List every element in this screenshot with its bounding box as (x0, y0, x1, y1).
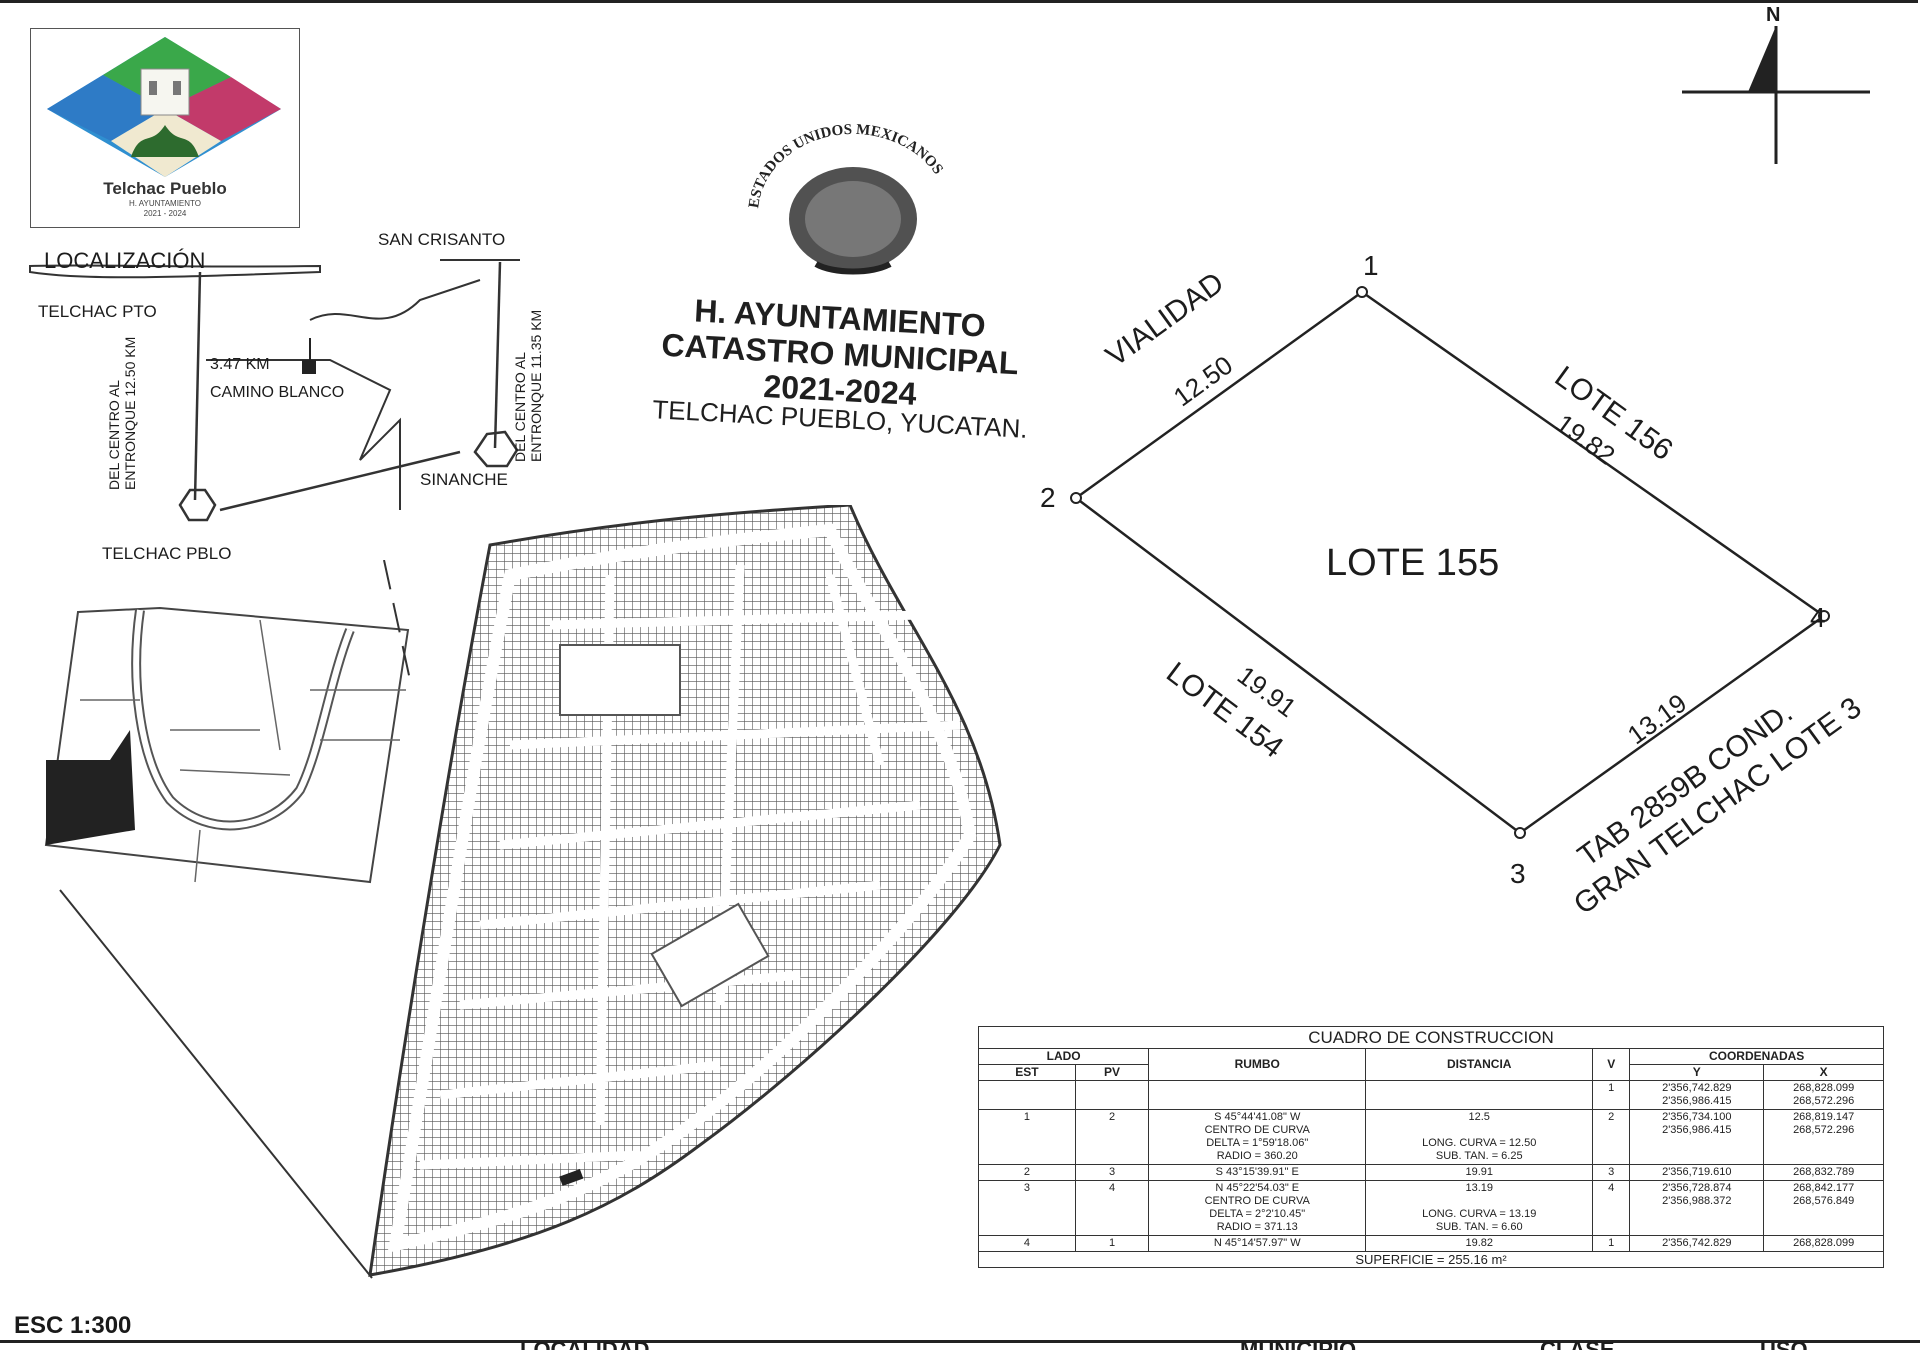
col-rumbo: RUMBO (1148, 1048, 1367, 1081)
location-roads (29, 259, 520, 522)
logo-subtitle: H. AYUNTAMIENTO (128, 199, 201, 208)
vertex-marker-2 (1070, 492, 1082, 504)
scale-label: ESC 1:300 (14, 1312, 132, 1339)
col-v: V (1592, 1048, 1631, 1081)
location-sketch: LOCALIZACIÓN TELCHAC PTO SAN CRISANTO TE… (20, 220, 600, 580)
inset-leader-lines (59, 560, 411, 1279)
logo-name: Telchac Pueblo (103, 179, 227, 198)
construction-table: CUADRO DE CONSTRUCCION LADO RUMBO DISTAN… (977, 1026, 1884, 1268)
vertex-marker-4 (1818, 610, 1830, 622)
table-cell-x: 268,819.147 268,572.296 (1763, 1109, 1884, 1165)
table-cell-distancia (1365, 1080, 1594, 1110)
table-cell-est (978, 1080, 1076, 1110)
subdivision-drawing (368, 503, 1002, 1277)
national-seal: ESTADOS UNIDOS MEXICANOS (728, 114, 978, 284)
table-cell-v: 4 (1592, 1180, 1631, 1236)
footer-border (0, 1340, 1920, 1343)
vertex-label-1: 1 (1363, 250, 1379, 281)
vertex-label-2: 2 (1040, 482, 1056, 513)
footer-localidad: LOCALIDAD (520, 1342, 650, 1350)
col-distancia: DISTANCIA (1365, 1048, 1594, 1081)
lot-drawing: 1 2 3 4 LOTE 155 VIALIDAD 12.50 LOTE 156… (1040, 250, 1867, 921)
place-telchac-pblo: TELCHAC PBLO (102, 544, 232, 563)
north-arrow-icon (1682, 26, 1870, 164)
table-cell-v: 2 (1592, 1109, 1631, 1165)
table-cell-distancia: 13.19 LONG. CURVA = 13.19 SUB. TAN. = 6.… (1365, 1180, 1594, 1236)
table-cell-x: 268,828.099 268,572.296 (1763, 1080, 1884, 1110)
footer-municipio: MUNICIPIO (1240, 1342, 1356, 1350)
table-cell-y: 2'356,728.874 2'356,988.372 (1629, 1180, 1765, 1236)
col-lado: LADO (977, 1048, 1150, 1065)
table-cell-distancia: 19.91 (1365, 1164, 1594, 1181)
table-cell-rumbo: N 45°14'57.97" W (1148, 1235, 1367, 1252)
footer-uso: USO (1760, 1342, 1808, 1350)
table-cell-y: 2'356,742.829 (1629, 1235, 1765, 1252)
table-cell-pv: 4 (1074, 1180, 1150, 1236)
table-cell-x: 268,842.177 268,576.849 (1763, 1180, 1884, 1236)
col-est: EST (978, 1064, 1076, 1081)
place-sinanche: SINANCHE (420, 470, 508, 489)
table-cell-pv: 3 (1074, 1164, 1150, 1181)
table-cell-est: 1 (978, 1109, 1076, 1165)
table-cell-rumbo: S 45°44'41.08" W CENTRO DE CURVA DELTA =… (1148, 1109, 1367, 1165)
table-cell-distancia: 19.82 (1365, 1235, 1594, 1252)
col-pv: PV (1074, 1064, 1150, 1081)
place-camino-blanco: CAMINO BLANCO (210, 384, 345, 401)
table-cell-v: 3 (1592, 1164, 1631, 1181)
logo-years: 2021 - 2024 (143, 209, 187, 218)
north-label: N (1766, 4, 1781, 26)
table-cell-x: 268,828.099 (1763, 1235, 1884, 1252)
subdivision-plan (360, 503, 1010, 1285)
location-heading: LOCALIZACIÓN (44, 248, 206, 273)
vertex-label-4: 4 (1810, 602, 1826, 633)
table-cell-rumbo: S 43°15'39.91" E (1148, 1164, 1367, 1181)
place-san-crisanto: SAN CRISANTO (378, 230, 506, 249)
table-cell-y: 2'356,734.100 2'356,986.415 (1629, 1109, 1765, 1165)
lot-polygon (1070, 286, 1830, 839)
logo-diamond-icon (47, 37, 281, 177)
place-telchac-pto: TELCHAC PTO (38, 302, 157, 321)
col-coordenadas: COORDENADAS (1629, 1048, 1884, 1065)
table-cell-est: 3 (978, 1180, 1076, 1236)
table-cell-rumbo: N 45°22'54.03" E CENTRO DE CURVA DELTA =… (1148, 1180, 1367, 1236)
vertex-marker-1 (1356, 286, 1368, 298)
north-arrow: N (1680, 4, 1880, 169)
municipal-logo: Telchac Pueblo H. AYUNTAMIENTO 2021 - 20… (30, 28, 300, 228)
table-cell-y: 2'356,719.610 (1629, 1164, 1765, 1181)
table-cell-pv: 2 (1074, 1109, 1150, 1165)
table-cell-est: 2 (978, 1164, 1076, 1181)
table-cell-est: 4 (978, 1235, 1076, 1252)
table-surface: SUPERFICIE = 255.16 m² (978, 1251, 1884, 1268)
table-cell-rumbo (1148, 1080, 1367, 1110)
col-y: Y (1629, 1064, 1765, 1081)
table-cell-x: 268,832.789 (1763, 1164, 1884, 1181)
table-cell-v: 1 (1592, 1235, 1631, 1252)
table-cell-distancia: 12.5 LONG. CURVA = 12.50 SUB. TAN. = 6.2… (1365, 1109, 1594, 1165)
distance-347-km: 3.47 KM (210, 356, 270, 373)
table-cell-pv: 1 (1074, 1235, 1150, 1252)
lot-inset (40, 600, 420, 890)
table-title: CUADRO DE CONSTRUCCION (978, 1026, 1884, 1049)
footer-clase: CLASE (1540, 1342, 1615, 1350)
vertex-label-3: 3 (1510, 858, 1526, 889)
table-cell-pv (1074, 1080, 1150, 1110)
lot-name: LOTE 155 (1326, 542, 1500, 584)
table-cell-y: 2'356,742.829 2'356,986.415 (1629, 1080, 1765, 1110)
lot-inset-drawing (44, 606, 410, 884)
table-cell-v: 1 (1592, 1080, 1631, 1110)
col-x: X (1763, 1064, 1884, 1081)
vertex-marker-3 (1514, 827, 1526, 839)
